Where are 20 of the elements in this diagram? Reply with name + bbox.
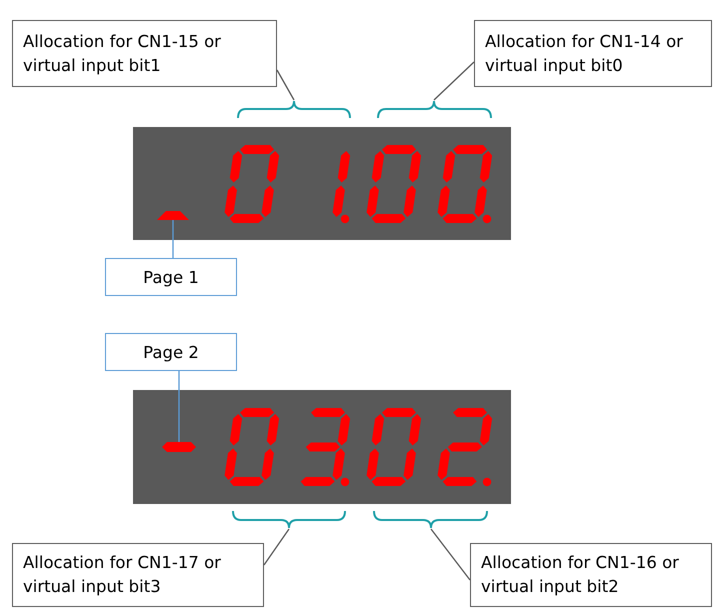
callout-box (470, 543, 712, 607)
page-label: Page 1 (143, 268, 199, 286)
page-label-box (105, 258, 237, 296)
leader-line (276, 70, 295, 100)
led-display-panel (133, 127, 511, 240)
led-display-panel (133, 390, 511, 504)
leader-line (434, 62, 474, 100)
page-label: Page 2 (143, 342, 199, 362)
callout-box (12, 20, 277, 87)
callout-text: Allocation for CN1-16 or virtual input bit2 (481, 552, 680, 598)
callout-box (12, 543, 264, 607)
callout-text: Allocation for CN1-15 or virtual input bit1 (23, 30, 222, 76)
page-label-box (105, 333, 237, 371)
leader-line (172, 220, 174, 258)
leader-line (263, 528, 290, 566)
callout-text: Allocation for CN1-17 or virtual input bit3 (23, 552, 222, 598)
callout-text: Allocation for CN1-14 or virtual input bit0 (485, 30, 684, 76)
leader-line (430, 528, 471, 580)
callout-box (474, 20, 712, 87)
leader-line (178, 371, 180, 442)
